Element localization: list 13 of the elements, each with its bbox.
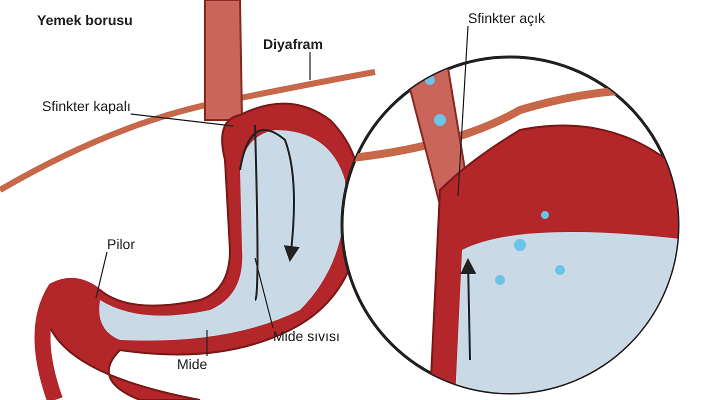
part-label: Mide sıvısı: [273, 328, 340, 344]
leader-line: [309, 52, 311, 80]
part-label: Pilor: [107, 236, 136, 252]
part-label: Yemek borusu: [37, 12, 133, 28]
part-label: Sfinkter kapalı: [42, 98, 131, 114]
part-label: Diyafram: [263, 36, 323, 52]
leader-line: [95, 252, 108, 298]
leader-line: [254, 258, 274, 328]
part-label: Mide: [177, 356, 208, 372]
leader-line: [457, 26, 469, 196]
leader-line: [130, 113, 234, 127]
leader-line: [206, 330, 208, 356]
part-label: Sfinkter açık: [468, 10, 546, 26]
